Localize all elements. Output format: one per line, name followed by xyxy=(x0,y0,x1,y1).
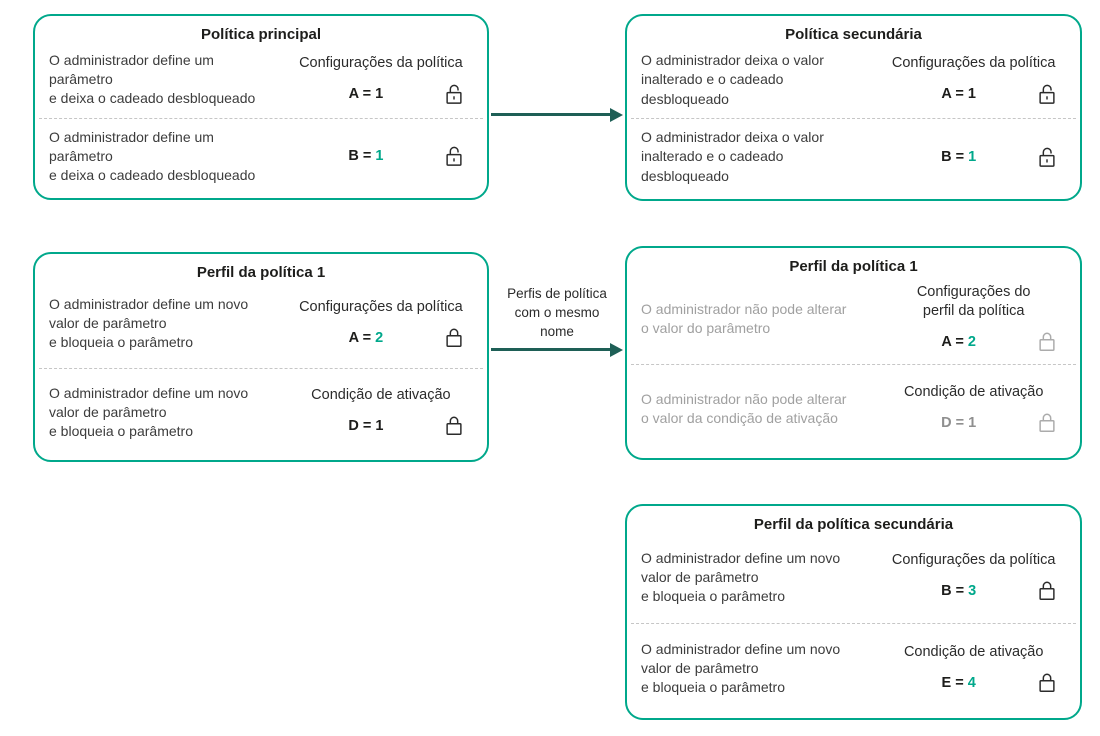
activation-row-d: O administrador não pode alterar o valor… xyxy=(641,369,1066,451)
parameter-value: D =1 xyxy=(941,415,977,432)
row-divider xyxy=(631,118,1076,119)
lock-closed-icon xyxy=(1039,673,1055,692)
parameter-value: B =3 xyxy=(941,583,977,600)
arrow-label: Perfis de política com o mesmo nome xyxy=(507,286,607,340)
parameter-value: D =1 xyxy=(348,418,384,435)
box-secondary-policy: Política secundária O administrador deix… xyxy=(625,14,1082,201)
row-description: O administrador deixa o valor inalterado… xyxy=(641,52,824,107)
row-value-column: Configurações da política B =3 xyxy=(877,536,1066,619)
lock-closed-icon xyxy=(1039,413,1055,433)
lock-closed-icon xyxy=(446,328,462,347)
setting-row-a: O administrador define um novo valor de … xyxy=(49,284,473,364)
activation-row-e: O administrador define um novo valor de … xyxy=(641,628,1066,711)
box-title: Perfil da política 1 xyxy=(196,264,326,281)
arrow-profile-to-secondary-profile xyxy=(491,348,611,351)
box-secondary-policy-profile: Perfil da política secundária O administ… xyxy=(625,504,1082,720)
column-header: Configurações da política xyxy=(299,298,463,315)
value-line: D =1 xyxy=(881,411,1066,435)
parameter-value: B =1 xyxy=(348,148,384,165)
setting-row-b: O administrador define um parâmetro e de… xyxy=(49,123,473,191)
column-header: Condição de ativação xyxy=(903,384,1044,401)
box-rows: O administrador define um parâmetro e de… xyxy=(39,46,483,191)
box-policy-profile-1-secondary: Perfil da política 1 O administrador não… xyxy=(625,246,1082,460)
column-header: Configurações da política xyxy=(891,55,1056,72)
row-value-column: B =1 xyxy=(877,123,1066,191)
column-header: Condição de ativação xyxy=(311,387,451,404)
row-value-column: Condição de ativação E =4 xyxy=(877,628,1066,711)
lock-open-icon xyxy=(1039,84,1055,104)
column-header: Configurações da política xyxy=(891,552,1056,569)
value-line: E =4 xyxy=(881,671,1066,695)
row-value-column: B =1 xyxy=(285,123,473,191)
row-description: O administrador define um novo valor de … xyxy=(49,296,249,351)
row-description: O administrador define um novo valor de … xyxy=(49,384,249,439)
lock-open-icon xyxy=(446,84,462,104)
parameter-value: A =1 xyxy=(941,85,976,102)
setting-row-a: O administrador deixa o valor inalterado… xyxy=(641,46,1066,114)
box-rows: O administrador define um novo valor de … xyxy=(631,536,1076,711)
value-line: A =2 xyxy=(289,326,473,350)
row-value-column: Configurações do perfil da política A =2 xyxy=(877,278,1066,360)
box-main-policy: Política principal O administrador defin… xyxy=(33,14,489,200)
row-description: O administrador não pode alterar o valor… xyxy=(641,300,847,336)
parameter-value: A =1 xyxy=(348,85,384,102)
value-line: B =1 xyxy=(881,145,1066,169)
lock-open-icon xyxy=(446,146,462,167)
row-description: O administrador define um novo valor de … xyxy=(641,549,841,604)
activation-row-d: O administrador define um novo valor de … xyxy=(49,373,473,453)
row-description: O administrador não pode alterar o valor… xyxy=(641,391,847,427)
arrow-main-to-secondary xyxy=(491,113,611,116)
lock-closed-icon xyxy=(446,416,462,436)
lock-closed-icon xyxy=(1039,581,1055,601)
box-title: Política secundária xyxy=(785,26,922,43)
box-rows: O administrador não pode alterar o valor… xyxy=(631,278,1076,451)
column-header: Condição de ativação xyxy=(903,643,1044,660)
value-line: B =3 xyxy=(881,579,1066,603)
box-rows: O administrador deixa o valor inalterado… xyxy=(631,46,1076,191)
value-line: A =1 xyxy=(289,82,473,106)
lock-open-icon xyxy=(1039,147,1055,167)
parameter-value: A =2 xyxy=(941,334,976,351)
row-value-column: Configurações da política A =2 xyxy=(285,284,473,364)
box-title: Perfil da política secundária xyxy=(753,516,954,533)
box-rows: O administrador define um novo valor de … xyxy=(39,284,483,453)
parameter-value: E =4 xyxy=(941,674,976,691)
parameter-value: B =1 xyxy=(941,149,977,165)
row-value-column: Condição de ativação D =1 xyxy=(285,373,473,453)
row-divider xyxy=(631,363,1076,365)
box-title: Perfil da política 1 xyxy=(789,258,918,275)
value-line: B =1 xyxy=(289,144,473,168)
row-description: O administrador define um parâmetro e de… xyxy=(49,128,256,183)
lock-closed-icon xyxy=(1039,332,1055,352)
row-value-column: Configurações da política A =1 xyxy=(877,46,1066,114)
row-divider xyxy=(39,367,483,369)
row-value-column: Configurações da política A =1 xyxy=(285,46,473,114)
box-policy-profile-1: Perfil da política 1 O administrador def… xyxy=(33,252,489,462)
row-divider xyxy=(39,117,483,119)
row-description: O administrador define um parâmetro e de… xyxy=(49,52,256,107)
row-description: O administrador define um novo valor de … xyxy=(641,641,841,696)
setting-row-b: O administrador define um novo valor de … xyxy=(641,536,1066,619)
setting-row-a: O administrador não pode alterar o valor… xyxy=(641,278,1066,360)
value-line: A =1 xyxy=(881,82,1066,106)
parameter-value: A =2 xyxy=(348,329,384,346)
box-title: Política principal xyxy=(200,26,322,43)
setting-row-b: O administrador deixa o valor inalterado… xyxy=(641,123,1066,191)
value-line: A =2 xyxy=(881,330,1066,354)
column-header: Configurações do perfil da política xyxy=(916,284,1031,320)
row-value-column: Condição de ativação D =1 xyxy=(877,369,1066,451)
row-description: O administrador deixa o valor inalterado… xyxy=(641,129,824,184)
value-line: D =1 xyxy=(289,414,473,438)
row-divider xyxy=(631,622,1076,624)
setting-row-a: O administrador define um parâmetro e de… xyxy=(49,46,473,114)
column-header: Configurações da política xyxy=(299,54,463,71)
